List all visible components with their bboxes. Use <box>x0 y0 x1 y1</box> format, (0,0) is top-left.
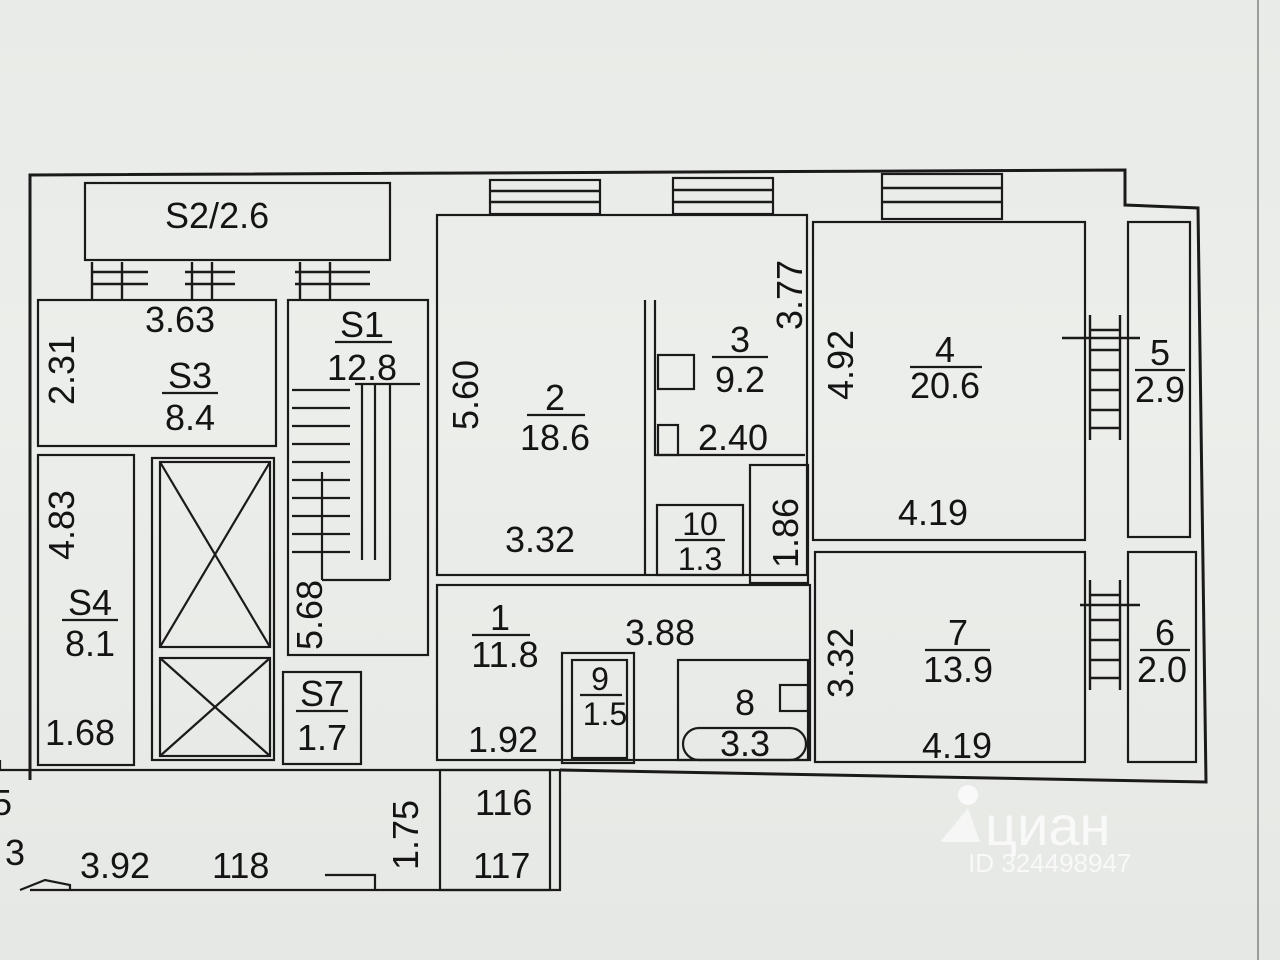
marker-118: 118 <box>212 845 269 886</box>
service-rooms <box>36 298 430 767</box>
marker-3: 3 <box>5 832 25 873</box>
dim-room2-height: 5.60 <box>445 360 486 430</box>
dim-room7-height: 3.32 <box>820 628 861 698</box>
room-s1-num: S1 <box>340 304 384 345</box>
room-8-area: 3.3 <box>720 723 770 764</box>
room-10-area: 1.3 <box>678 541 722 577</box>
room-s2-outline <box>83 181 392 262</box>
room-s4-area: 8.1 <box>65 623 115 664</box>
room-10-num: 10 <box>682 506 718 542</box>
dim-s3-width: 3.63 <box>145 299 215 340</box>
dim-landing-width: 3.92 <box>80 845 150 886</box>
room-9-area: 1.5 <box>583 696 627 732</box>
dim-room3-height: 3.77 <box>769 260 810 330</box>
watermark-id: ID 324498947 <box>968 848 1131 878</box>
apartment-rooms <box>435 213 1198 892</box>
dim-stair-height: 5.68 <box>289 580 330 650</box>
room-2-num: 2 <box>545 377 565 418</box>
dim-s4-width: 1.68 <box>45 712 115 753</box>
room-s3-num: S3 <box>168 355 212 396</box>
room-4-num: 4 <box>935 329 955 370</box>
dimension-labels: 3.63 2.31 4.83 1.68 5.68 5.60 3.32 3.77 … <box>41 260 992 886</box>
room-7-num: 7 <box>948 612 968 653</box>
dim-s4-height: 4.83 <box>41 490 82 560</box>
dim-room1-width: 3.88 <box>625 612 695 653</box>
window-hatches <box>90 172 1140 690</box>
outer-walls <box>0 168 1208 892</box>
room-s1-area: 12.8 <box>327 347 397 388</box>
room-4-area: 20.6 <box>910 365 980 406</box>
dim-room3-width: 2.40 <box>698 417 768 458</box>
room-s7-num: S7 <box>300 673 344 714</box>
room-5-area: 2.9 <box>1135 369 1185 410</box>
room-s4-num: S4 <box>68 582 112 623</box>
room-s3-area: 8.4 <box>165 397 215 438</box>
dim-s3-height: 2.31 <box>41 335 82 405</box>
dim-corridor-height: 1.86 <box>765 498 806 568</box>
cian-logo-icon <box>940 785 980 842</box>
marker-117: 117 <box>473 845 530 886</box>
room-labels: S2/2.6 S3 8.4 S1 12.8 S4 8.1 S7 1.7 2 18… <box>62 195 1190 764</box>
room-1-num: 1 <box>490 597 510 638</box>
watermark: циан ID 324498947 <box>940 785 1131 878</box>
room-s7-area: 1.7 <box>297 717 347 758</box>
room-5-num: 5 <box>1150 332 1170 373</box>
room-s2-label: S2/2.6 <box>165 195 269 236</box>
dim-room2-width: 3.32 <box>505 519 575 560</box>
room-6-num: 6 <box>1155 612 1175 653</box>
markers: 116 117 118 5 3 <box>0 782 532 886</box>
dim-room7-width: 4.19 <box>922 725 992 766</box>
room-7-area: 13.9 <box>923 649 993 690</box>
marker-5: 5 <box>0 782 12 823</box>
room-1-area: 11.8 <box>471 634 538 675</box>
watermark-brand: циан <box>985 794 1110 857</box>
room-3-area: 9.2 <box>715 359 765 400</box>
dim-room4-width: 4.19 <box>898 492 968 533</box>
dim-room1-bottom: 1.92 <box>468 719 538 760</box>
room-3-num: 3 <box>730 319 750 360</box>
dim-landing-height: 1.75 <box>385 800 426 870</box>
room-6-area: 2.0 <box>1137 649 1187 690</box>
marker-116: 116 <box>475 782 532 823</box>
room-9-num: 9 <box>591 661 609 697</box>
room-2-area: 18.6 <box>520 417 590 458</box>
room-8-num: 8 <box>735 682 755 723</box>
dim-room4-height: 4.92 <box>820 330 861 400</box>
